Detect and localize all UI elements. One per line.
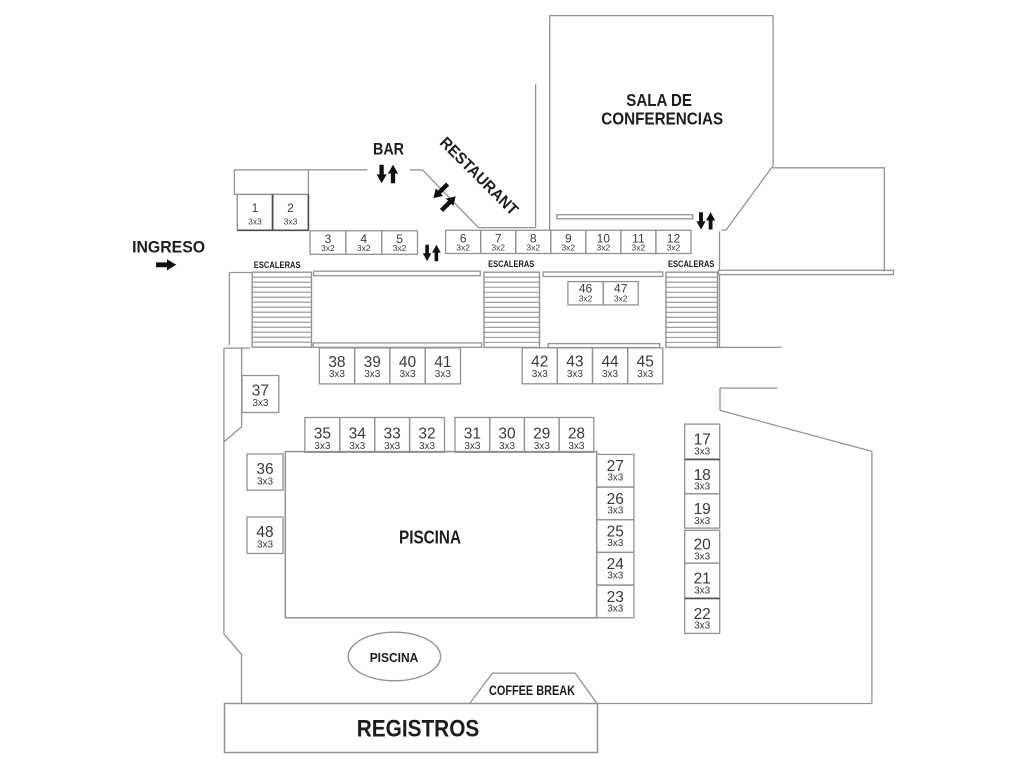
svg-text:3x2: 3x2 [491,242,505,252]
svg-text:31: 31 [464,425,481,442]
svg-text:3x3: 3x3 [694,551,711,562]
svg-text:3x3: 3x3 [607,571,624,582]
svg-text:30: 30 [498,425,516,442]
svg-text:32: 32 [418,425,435,442]
svg-text:8: 8 [530,232,537,246]
svg-text:3x3: 3x3 [435,369,452,380]
svg-text:3x3: 3x3 [694,516,711,527]
svg-text:36: 36 [256,461,273,478]
svg-text:26: 26 [607,491,624,508]
svg-text:3x3: 3x3 [637,369,654,380]
svg-text:1: 1 [252,201,259,215]
svg-text:3x2: 3x2 [614,293,628,303]
svg-text:3x3: 3x3 [694,446,711,457]
svg-text:10: 10 [597,232,611,246]
svg-text:3: 3 [325,232,332,246]
svg-text:7: 7 [495,232,502,246]
svg-text:3x3: 3x3 [607,603,624,614]
svg-text:3x3: 3x3 [257,477,274,488]
svg-text:43: 43 [566,354,583,371]
svg-text:29: 29 [533,425,550,442]
svg-text:11: 11 [632,232,645,246]
svg-text:41: 41 [434,354,451,371]
svg-text:5: 5 [396,232,403,246]
svg-text:3x3: 3x3 [534,441,551,452]
svg-text:3x3: 3x3 [314,441,331,452]
svg-text:3x3: 3x3 [602,369,619,380]
svg-text:42: 42 [531,354,548,371]
svg-text:6: 6 [460,232,467,246]
svg-text:3x2: 3x2 [321,243,335,253]
svg-text:3x3: 3x3 [364,369,381,380]
svg-text:3x3: 3x3 [248,217,262,227]
svg-text:44: 44 [601,354,619,371]
svg-text:18: 18 [694,467,711,484]
svg-text:28: 28 [568,425,585,442]
svg-text:24: 24 [607,556,625,573]
svg-text:37: 37 [252,382,269,399]
svg-text:ESCALERAS: ESCALERAS [254,260,301,270]
svg-text:47: 47 [614,282,628,296]
svg-text:3x3: 3x3 [694,482,711,493]
svg-text:22: 22 [694,606,711,623]
svg-text:25: 25 [607,523,624,540]
svg-text:3x2: 3x2 [596,242,610,252]
svg-text:3x3: 3x3 [694,621,711,632]
svg-text:COFFEE BREAK: COFFEE BREAK [489,683,575,698]
svg-text:17: 17 [694,432,711,449]
svg-text:3x2: 3x2 [526,242,540,252]
svg-text:35: 35 [314,425,331,442]
svg-text:3x3: 3x3 [349,441,366,452]
svg-text:3x3: 3x3 [607,538,624,549]
svg-text:23: 23 [607,589,624,606]
svg-text:CONFERENCIAS: CONFERENCIAS [601,109,723,129]
svg-text:4: 4 [360,232,367,246]
svg-text:REGISTROS: REGISTROS [357,715,480,742]
svg-text:3x2: 3x2 [579,293,593,303]
svg-text:ESCALERAS: ESCALERAS [668,259,714,269]
svg-text:3x3: 3x3 [419,441,436,452]
svg-text:3x3: 3x3 [532,369,549,380]
svg-text:3x2: 3x2 [357,243,371,253]
svg-text:3x3: 3x3 [499,441,516,452]
svg-text:3x3: 3x3 [257,540,274,551]
svg-text:INGRESO: INGRESO [132,238,205,256]
svg-text:BAR: BAR [373,140,404,158]
svg-text:20: 20 [694,537,712,554]
svg-text:19: 19 [694,501,711,518]
svg-text:9: 9 [565,232,572,246]
svg-text:34: 34 [349,425,367,442]
svg-text:3x3: 3x3 [567,369,584,380]
svg-text:21: 21 [694,571,711,588]
svg-text:33: 33 [384,425,401,442]
svg-text:3x3: 3x3 [399,369,416,380]
svg-text:3x3: 3x3 [568,441,585,452]
svg-text:3x3: 3x3 [607,505,624,516]
svg-text:3x3: 3x3 [284,217,298,227]
svg-text:3x2: 3x2 [561,242,575,252]
svg-text:3x3: 3x3 [464,441,481,452]
svg-text:3x3: 3x3 [694,585,711,596]
svg-text:2: 2 [287,201,294,215]
svg-text:45: 45 [637,354,654,371]
svg-text:12: 12 [667,232,681,246]
svg-text:PISCINA: PISCINA [370,651,419,665]
svg-text:3x2: 3x2 [456,242,470,252]
svg-text:SALA DE: SALA DE [626,90,692,110]
svg-text:27: 27 [607,458,624,475]
svg-text:38: 38 [328,354,345,371]
svg-text:46: 46 [579,282,593,296]
svg-text:3x2: 3x2 [632,242,646,252]
svg-text:40: 40 [399,354,417,371]
svg-text:48: 48 [256,524,273,541]
svg-text:3x3: 3x3 [607,473,624,484]
svg-text:ESCALERAS: ESCALERAS [488,259,534,269]
svg-text:3x3: 3x3 [384,441,401,452]
svg-text:3x2: 3x2 [393,243,407,253]
svg-text:3x3: 3x3 [329,369,346,380]
svg-text:3x3: 3x3 [252,398,269,409]
svg-text:39: 39 [364,354,381,371]
svg-text:PISCINA: PISCINA [399,528,461,548]
svg-text:3x2: 3x2 [667,242,681,252]
